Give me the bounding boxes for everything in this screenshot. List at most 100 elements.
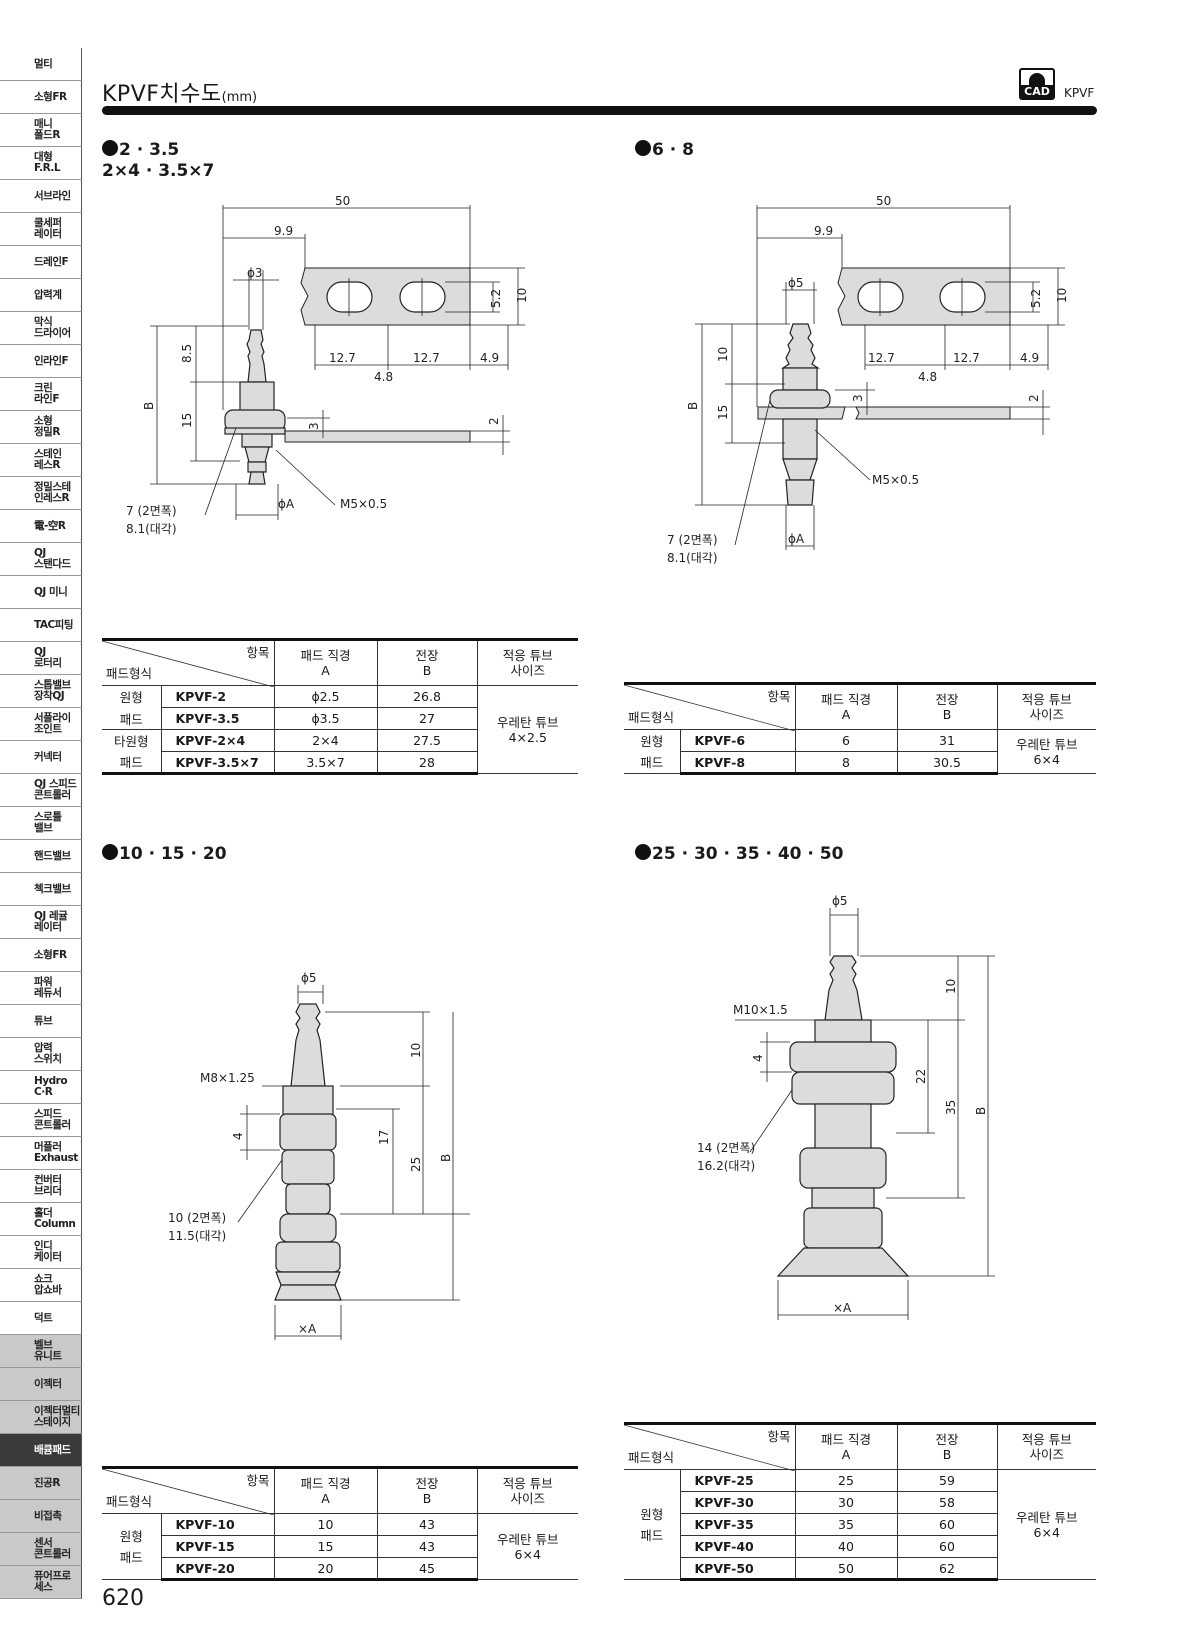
svg-text:ϕ5: ϕ5: [832, 894, 848, 908]
title-rule: [102, 106, 1097, 115]
svg-text:ϕA: ϕA: [278, 497, 295, 511]
svg-text:M5×0.5: M5×0.5: [872, 473, 919, 487]
sidebar-item[interactable]: QJ 미니: [0, 576, 82, 609]
sidebar-item[interactable]: 진공R: [0, 1467, 82, 1500]
page-number: 620: [102, 1586, 144, 1611]
svg-text:25: 25: [409, 1157, 423, 1172]
svg-text:4.9: 4.9: [1020, 351, 1039, 365]
sidebar-item[interactable]: 퓨어프로 세스: [0, 1566, 82, 1599]
sidebar-item[interactable]: 스테인 레스R: [0, 444, 82, 477]
sidebar-item[interactable]: 電-空R: [0, 510, 82, 543]
sidebar-item[interactable]: 정밀스테 인레스R: [0, 477, 82, 510]
sidebar-item[interactable]: Hydro C·R: [0, 1071, 82, 1104]
sidebar-item[interactable]: QJ 스피드 콘트롤러: [0, 774, 82, 807]
sidebar-item[interactable]: 드레인F: [0, 246, 82, 279]
sidebar-item[interactable]: 커넥터: [0, 741, 82, 774]
svg-text:8.5: 8.5: [180, 344, 194, 363]
sidebar-item[interactable]: 스톱밸브 장착QJ: [0, 675, 82, 708]
sidebar-item[interactable]: 압력 스위치: [0, 1038, 82, 1071]
sidebar-item[interactable]: 인라인F: [0, 345, 82, 378]
sidebar-item[interactable]: QJ 로터리: [0, 642, 82, 675]
slot-hole: [326, 281, 373, 313]
svg-text:15: 15: [716, 405, 730, 420]
sidebar-item[interactable]: 소형 정밀R: [0, 411, 82, 444]
sidebar-item[interactable]: QJ 레귤 레이터: [0, 906, 82, 939]
sidebar-item[interactable]: 벨브 유니트: [0, 1335, 82, 1368]
svg-text:8.1(대각): 8.1(대각): [667, 551, 718, 565]
svg-text:7 (2면폭): 7 (2면폭): [667, 533, 718, 547]
sidebar-item[interactable]: 이젝터멀티 스테이지: [0, 1401, 82, 1434]
svg-text:2: 2: [1027, 394, 1041, 402]
svg-text:9.9: 9.9: [814, 224, 833, 238]
sidebar-item[interactable]: 파워 레듀서: [0, 972, 82, 1005]
sidebar-item[interactable]: 스피드 콘트롤러: [0, 1104, 82, 1137]
sidebar-item[interactable]: 압력계: [0, 279, 82, 312]
sidebar-item[interactable]: 스로틀 밸브: [0, 807, 82, 840]
sidebar-item[interactable]: 쇼크 압쇼바: [0, 1269, 82, 1302]
sidebar-item[interactable]: 센서 콘트롤러: [0, 1533, 82, 1566]
sidebar-item[interactable]: 쿨세퍼 레이터: [0, 213, 82, 246]
svg-text:10 (2면폭): 10 (2면폭): [168, 1211, 226, 1225]
svg-text:4.9: 4.9: [480, 351, 499, 365]
sidebar-item[interactable]: 핸드밸브: [0, 840, 82, 873]
sidebar-item[interactable]: 첵크밸브: [0, 873, 82, 906]
svg-text:B: B: [686, 402, 700, 410]
svg-text:10: 10: [515, 288, 529, 303]
svg-text:M10×1.5: M10×1.5: [733, 1003, 788, 1017]
sidebar-item[interactable]: 멀티: [0, 48, 82, 81]
svg-text:ϕA: ϕA: [788, 532, 805, 546]
sidebar-item[interactable]: 막식 드라이어: [0, 312, 82, 345]
sidebar-item[interactable]: 배큠패드: [0, 1434, 82, 1467]
svg-text:ϕ3: ϕ3: [247, 266, 263, 280]
svg-text:M8×1.25: M8×1.25: [200, 1071, 255, 1085]
svg-text:35: 35: [944, 1100, 958, 1115]
svg-text:7 (2면폭): 7 (2면폭): [126, 504, 177, 518]
svg-text:50: 50: [876, 194, 891, 208]
svg-text:4.8: 4.8: [918, 370, 937, 384]
sidebar-item[interactable]: 인디 케이터: [0, 1236, 82, 1269]
svg-text:16.2(대각): 16.2(대각): [697, 1159, 755, 1173]
svg-text:10: 10: [409, 1043, 423, 1058]
svg-text:4: 4: [231, 1132, 245, 1140]
sidebar-item[interactable]: 머플러 Exhaust: [0, 1137, 82, 1170]
sidebar-item[interactable]: QJ 스탠다드: [0, 543, 82, 576]
svg-text:B: B: [439, 1154, 453, 1162]
svg-text:2: 2: [487, 417, 501, 425]
svg-text:B: B: [142, 402, 156, 410]
sidebar-item[interactable]: 컨버터 브리더: [0, 1170, 82, 1203]
sidebar-item[interactable]: 크린 라인F: [0, 378, 82, 411]
sidebar-item[interactable]: TAC피팅: [0, 609, 82, 642]
sidebar-item[interactable]: 소형FR: [0, 939, 82, 972]
sidebar-item[interactable]: 홀더 Column: [0, 1203, 82, 1236]
sidebar-item[interactable]: 서브라인: [0, 180, 82, 213]
unit-label: (mm): [221, 90, 258, 105]
svg-text:ϕ5: ϕ5: [301, 971, 317, 985]
svg-text:11.5(대각): 11.5(대각): [168, 1229, 226, 1243]
sidebar-item[interactable]: 소형FR: [0, 81, 82, 114]
svg-text:8.1(대각): 8.1(대각): [126, 522, 177, 536]
svg-text:5.2: 5.2: [1029, 289, 1043, 308]
sidebar-item[interactable]: 비접촉: [0, 1500, 82, 1533]
sidebar-item[interactable]: 덕트: [0, 1302, 82, 1335]
sidebar-item[interactable]: 대형 F.R.L: [0, 147, 82, 180]
sidebar-item[interactable]: 서플라이 조인트: [0, 708, 82, 741]
sidebar-item[interactable]: 튜브: [0, 1005, 82, 1038]
sidebar-item[interactable]: 이젝터: [0, 1368, 82, 1401]
sidebar-item[interactable]: 매니 폴드R: [0, 114, 82, 147]
section-heading-6-8: 6 · 8: [635, 140, 694, 161]
cad-icon[interactable]: CAD: [1019, 68, 1055, 100]
section-heading-10-20: 10 · 15 · 20: [102, 844, 227, 865]
